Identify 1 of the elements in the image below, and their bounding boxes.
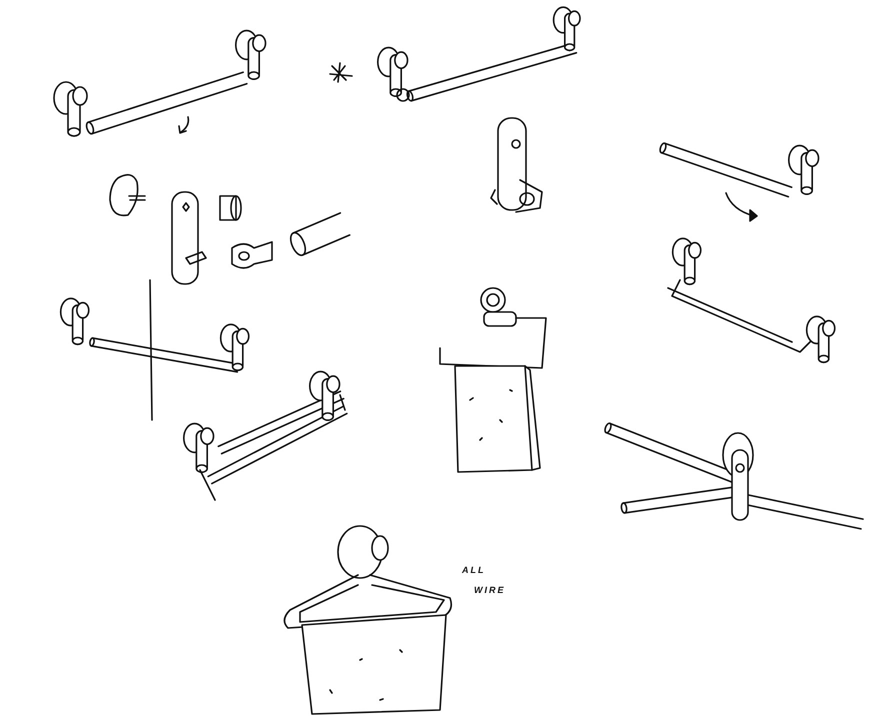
handwritten-note: ALL WIRE <box>462 564 506 597</box>
